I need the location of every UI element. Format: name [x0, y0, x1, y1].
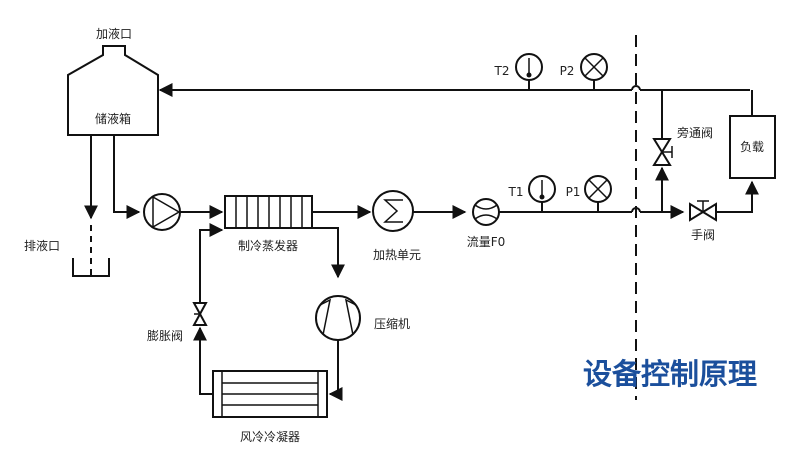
compressor-to-condenser-line — [328, 340, 343, 401]
drain-port-label: 排液口 — [24, 238, 60, 253]
heater-label: 加热单元 — [373, 248, 421, 262]
condenser — [212, 370, 328, 418]
page-title: 设备控制原理 — [583, 357, 757, 391]
line-hop — [631, 85, 641, 91]
heat-exchanger-icon — [372, 190, 414, 232]
evaporator-label: 制冷蒸发器 — [238, 238, 298, 253]
p1-label: P1 — [566, 185, 581, 199]
condenser-label: 风冷冷凝器 — [240, 429, 300, 444]
valve-icon[interactable] — [192, 302, 208, 326]
flowmeter-icon — [472, 198, 500, 226]
expansion-valve-label: 膨胀阀 — [147, 329, 183, 343]
valve-icon[interactable] — [689, 200, 717, 222]
valve-to-evaporator-line — [199, 223, 224, 303]
p2-label: P2 — [560, 64, 575, 78]
condenser-to-valve-line — [193, 326, 213, 395]
pressure-gauge-icon — [584, 175, 612, 212]
tank-label: 储液箱 — [95, 111, 131, 126]
tank-to-pump-line — [113, 135, 141, 219]
pressure-gauge-icon — [580, 53, 608, 90]
evaporator-to-compressor-line — [312, 227, 345, 279]
valve-icon[interactable] — [652, 138, 673, 166]
thermometer-icon — [528, 175, 556, 212]
bypass-valve-label: 旁通阀 — [677, 125, 713, 140]
t1-label: T1 — [508, 185, 524, 199]
compressor-label: 压缩机 — [374, 316, 410, 331]
drain-basin — [72, 258, 110, 277]
thermometer-icon — [515, 53, 543, 90]
valve-to-load-line — [716, 180, 759, 213]
evaporator — [224, 195, 313, 229]
storage-tank — [67, 45, 159, 136]
flowmeter-label: 流量F0 — [467, 235, 506, 249]
manual-valve-label: 手阀 — [691, 228, 715, 242]
fill-port-label: 加液口 — [96, 26, 132, 41]
load — [729, 115, 776, 179]
pump-icon — [143, 193, 181, 231]
load-label: 负载 — [740, 140, 764, 154]
t2-label: T2 — [494, 64, 510, 78]
compressor-icon — [315, 295, 361, 341]
